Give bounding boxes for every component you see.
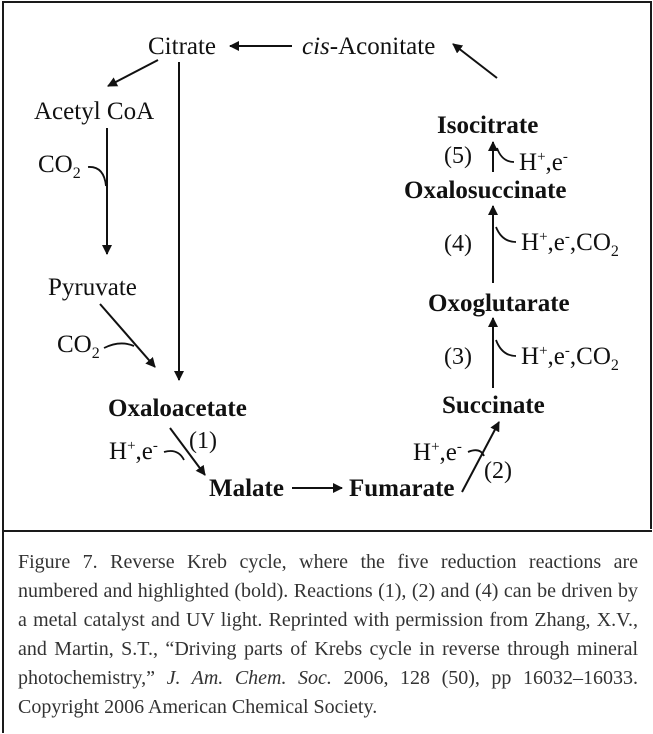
arrow-isocitrate-to-aconitate bbox=[452, 43, 498, 79]
curve-step4 bbox=[495, 226, 517, 243]
arrow-fumarate-to-succinate bbox=[461, 421, 500, 493]
frame-border-right bbox=[650, 1, 652, 529]
label-h-e-oxaloacetate: H+,e- bbox=[109, 438, 158, 465]
label-step-5: (5) bbox=[444, 143, 472, 169]
label-co2-pyruvate: CO2 bbox=[57, 331, 100, 362]
node-oxalosuccinate: Oxalosuccinate bbox=[404, 177, 567, 204]
label-step-1: (1) bbox=[189, 428, 217, 454]
node-citrate: Citrate bbox=[148, 33, 216, 60]
curve-h-e-fumarate bbox=[467, 449, 485, 457]
node-cis-prefix: cis bbox=[302, 33, 330, 60]
curve-co2-acetylcoa bbox=[87, 166, 107, 187]
label-step4-inputs: H+,e-,CO2 bbox=[521, 229, 619, 260]
curve-h-e-oxaloacetate bbox=[163, 450, 185, 461]
node-isocitrate: Isocitrate bbox=[437, 112, 538, 139]
node-cis-aconitate: cis-Aconitate bbox=[302, 33, 435, 60]
node-malate: Malate bbox=[209, 475, 284, 502]
label-step5-inputs: H+,e- bbox=[519, 149, 568, 176]
caption-text-2: 2006, 128 (50), pp 16032–16033. Copyrigh… bbox=[18, 667, 638, 718]
curve-step5 bbox=[496, 147, 515, 163]
node-oxoglutarate: Oxoglutarate bbox=[428, 290, 570, 317]
node-fumarate: Fumarate bbox=[349, 475, 455, 502]
frame-border-top bbox=[2, 1, 652, 3]
label-co2-acetylcoa: CO2 bbox=[38, 151, 81, 182]
arrow-citrate-to-acetylcoa bbox=[107, 59, 159, 87]
curve-co2-pyruvate bbox=[103, 342, 135, 349]
curve-step3 bbox=[495, 339, 517, 357]
caption-journal: J. Am. Chem. Soc. bbox=[166, 667, 332, 689]
label-step-2: (2) bbox=[484, 458, 512, 484]
figure-caption: Figure 7. Reverse Kreb cycle, where the … bbox=[18, 548, 638, 722]
node-pyruvate: Pyruvate bbox=[48, 274, 137, 301]
node-cis-rest: -Aconitate bbox=[330, 33, 436, 60]
label-step-3: (3) bbox=[444, 344, 472, 370]
arrow-oxaloacetate-to-malate bbox=[169, 427, 206, 476]
node-succinate: Succinate bbox=[442, 392, 545, 419]
label-step-4: (4) bbox=[444, 231, 472, 257]
node-acetyl-coa: Acetyl CoA bbox=[34, 98, 154, 125]
krebs-cycle-diagram: Citrate cis-Aconitate Acetyl CoA Pyruvat… bbox=[34, 33, 619, 502]
arrow-pyruvate-to-oxaloacetate bbox=[99, 303, 156, 368]
label-step3-inputs: H+,e-,CO2 bbox=[521, 343, 619, 374]
caption-text-1: Figure 7. Reverse Kreb cycle, where the … bbox=[18, 551, 638, 689]
label-h-e-fumarate: H+,e- bbox=[413, 439, 462, 466]
frame-divider bbox=[2, 530, 652, 532]
frame-border-left bbox=[2, 1, 4, 733]
node-oxaloacetate: Oxaloacetate bbox=[108, 395, 247, 422]
